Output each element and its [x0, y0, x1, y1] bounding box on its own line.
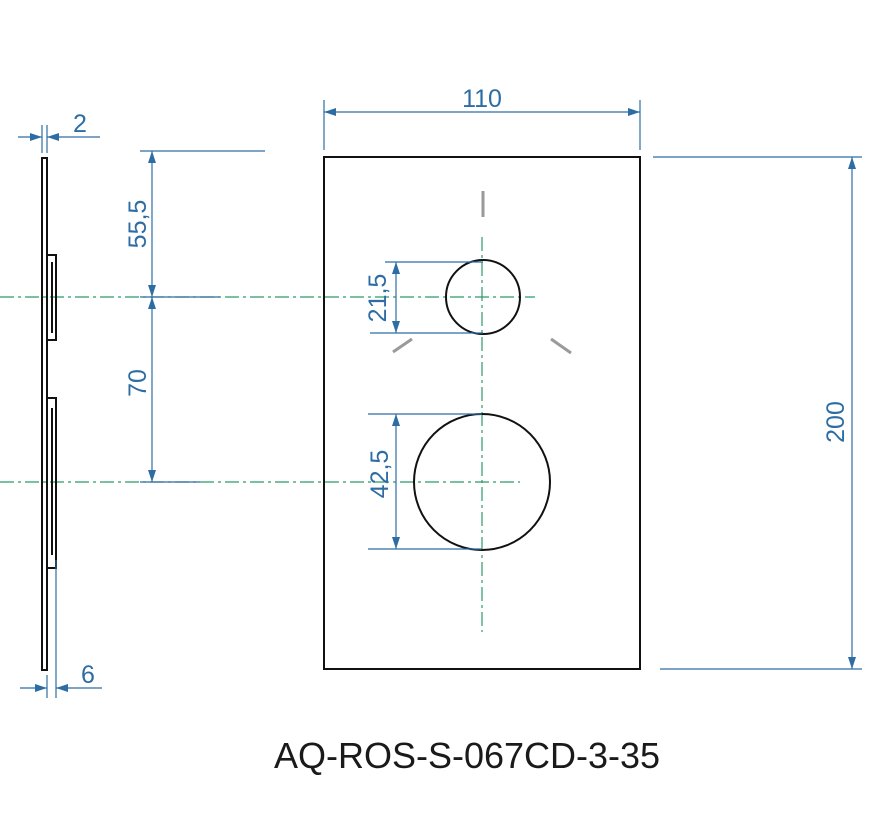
dimension-thickness-6: 6 — [20, 560, 102, 698]
dim-label-top-offset: 55,5 — [124, 200, 152, 249]
dimension-height-200: 200 — [653, 156, 862, 670]
dim-label-width: 110 — [462, 85, 502, 113]
small-knob-circle — [445, 259, 521, 335]
dimension-width-110: 110 — [323, 85, 641, 150]
dimension-center-spacing-70: 70 — [124, 297, 200, 483]
dim-label-large-circle: 42,5 — [366, 450, 394, 499]
dim-label-thickness-bottom: 6 — [81, 661, 95, 689]
dim-label-center-spacing: 70 — [124, 369, 152, 397]
dim-label-thickness-top: 2 — [73, 110, 87, 138]
dimension-top-offset-55-5: 55,5 — [124, 150, 265, 298]
center-lines — [0, 237, 535, 632]
dimension-thickness-2: 2 — [18, 110, 100, 153]
dimension-small-circle-21-5: 21,5 — [364, 261, 483, 334]
indicator-tick-right — [550, 337, 572, 355]
side-view — [41, 157, 57, 671]
side-view-knob-upper — [46, 254, 57, 341]
indicator-tick-left — [392, 337, 413, 354]
product-code-title: AQ-ROS-S-067CD-3-35 — [274, 735, 660, 776]
side-view-knob-lower — [46, 397, 57, 569]
dimension-large-circle-42-5: 42,5 — [366, 413, 482, 550]
dim-label-small-circle: 21,5 — [364, 274, 392, 323]
dim-label-height: 200 — [822, 401, 850, 443]
front-plate — [323, 156, 641, 670]
